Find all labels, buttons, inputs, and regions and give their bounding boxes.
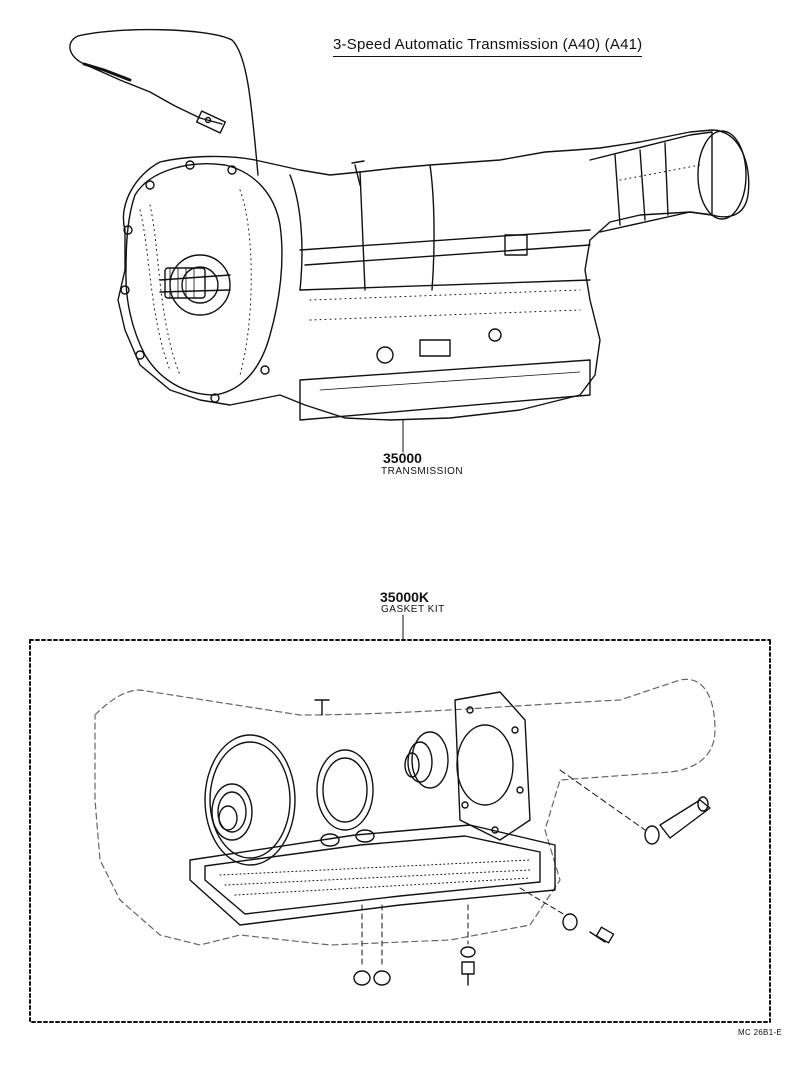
part-name-transmission: TRANSMISSION — [381, 466, 464, 477]
diagram-title: 3-Speed Automatic Transmission (A40) (A4… — [333, 36, 643, 57]
transmission-assembly-drawing — [69, 28, 750, 453]
drawing-code: MC 26B1-E — [738, 1028, 783, 1037]
part-number-gasket-kit: 35000K — [380, 589, 430, 605]
part-number-transmission: 35000 — [383, 450, 422, 466]
gasket-kit-drawing — [29, 614, 771, 1023]
part-name-gasket-kit: GASKET KIT — [381, 604, 445, 615]
